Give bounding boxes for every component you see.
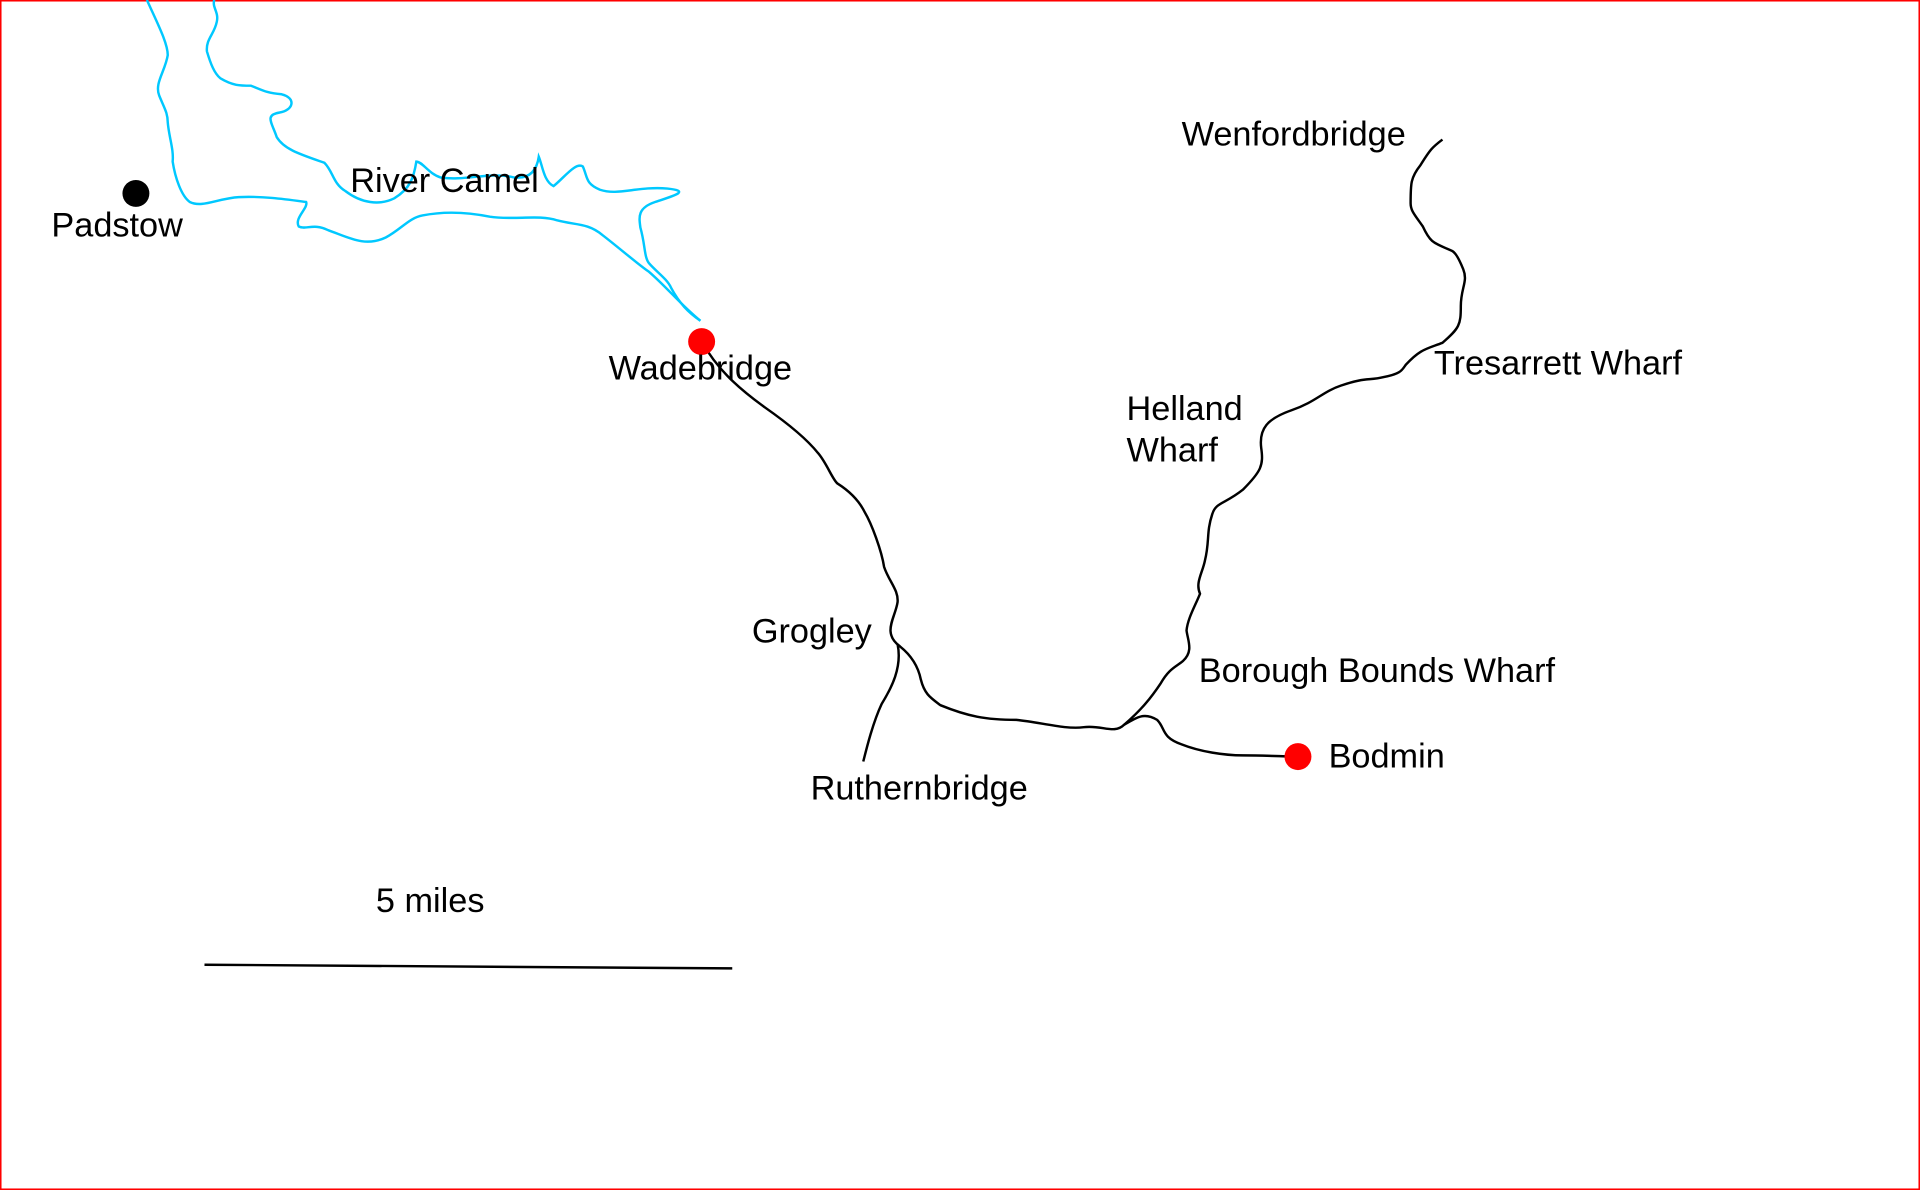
label-river-camel: River Camel <box>350 162 539 200</box>
river-camel-south-bank <box>145 0 702 322</box>
label-helland-wharf-line2: Wharf <box>1127 432 1219 470</box>
railway-main-line <box>700 340 1298 758</box>
label-tresarrett-wharf: Tresarrett Wharf <box>1434 345 1683 383</box>
label-grogley: Grogley <box>752 613 873 651</box>
river-camel-north-bank <box>205 0 702 322</box>
railway-wenfordbridge-branch <box>1123 138 1467 726</box>
bodmin-station-marker <box>1284 743 1312 771</box>
label-bodmin: Bodmin <box>1329 738 1445 776</box>
label-wenfordbridge: Wenfordbridge <box>1182 116 1406 154</box>
wadebridge-station-marker <box>688 328 716 356</box>
label-helland-wharf-line1: Helland <box>1127 390 1243 428</box>
label-wadebridge: Wadebridge <box>609 350 793 388</box>
railway-ruthernbridge-branch <box>862 643 900 762</box>
label-borough-bounds-wharf: Borough Bounds Wharf <box>1199 652 1556 690</box>
label-padstow: Padstow <box>51 206 183 244</box>
padstow-marker <box>122 179 150 207</box>
scale-bar <box>204 963 733 970</box>
label-ruthernbridge: Ruthernbridge <box>811 769 1028 807</box>
scale-label: 5 miles <box>376 882 485 920</box>
